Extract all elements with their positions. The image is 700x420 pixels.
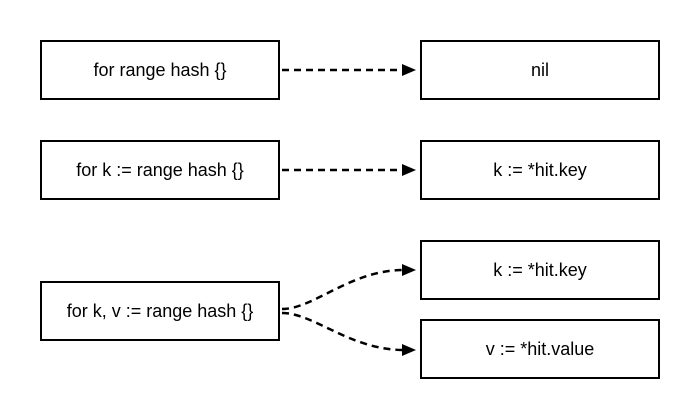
arrow-row3-upper-icon	[281, 264, 416, 311]
source-box-for-k-range: for k := range hash {}	[40, 140, 280, 200]
target-box-k-hit-key-2: k := *hit.key	[420, 240, 660, 300]
source-box-for-range: for range hash {}	[40, 40, 280, 100]
arrow-row3-lower-icon	[281, 311, 416, 356]
target-box-v-hit-value: v := *hit.value	[420, 319, 660, 379]
target-box-k-hit-key: k := *hit.key	[420, 140, 660, 200]
source-box-for-k-v-range: for k, v := range hash {}	[40, 281, 280, 341]
target-box-nil: nil	[420, 40, 660, 100]
